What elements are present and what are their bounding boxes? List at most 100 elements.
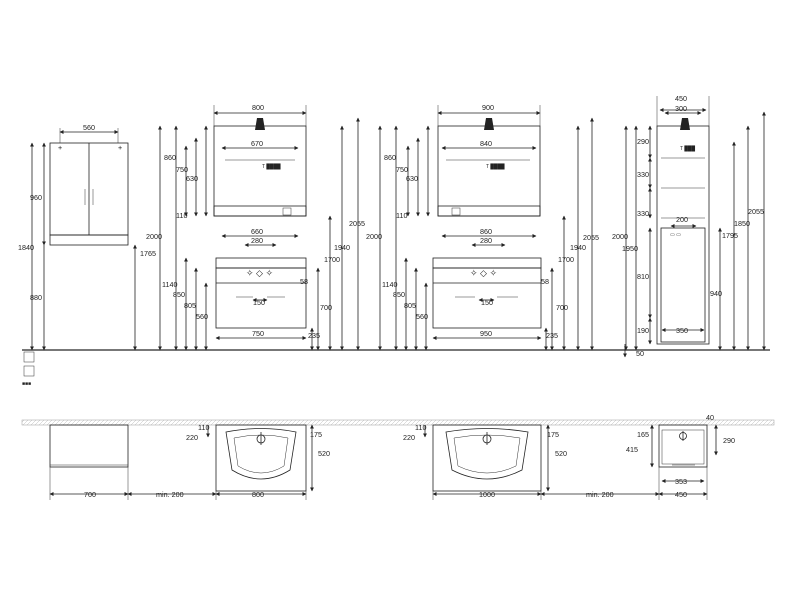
dim-col-r3: 940 [710, 289, 722, 298]
svg-text:■■■: ■■■ [22, 381, 31, 387]
dim-p1-b: 220 [186, 433, 198, 442]
dim-800-l7: 805 [184, 301, 196, 310]
plan-view: 110 220 175 520 700 min. 200 800 110 2 [21, 413, 775, 500]
dim-p2-b: 220 [403, 433, 415, 442]
dim-900-l4: 2000 [366, 232, 382, 241]
dim-800-r1: 1940 [334, 243, 350, 252]
dim-drawer-800: 750 [252, 329, 264, 338]
dim-mirror-800: 800 [252, 103, 264, 112]
dim-900-l8: 560 [416, 312, 428, 321]
dim-col-l6: 1950 [622, 244, 638, 253]
dim-basin-280: 280 [251, 236, 263, 245]
dim-plate-660: 660 [251, 227, 263, 236]
dim-800-r4: 700 [320, 303, 332, 312]
dim-900-l1: 750 [396, 165, 408, 174]
dim-800-r3: 58 [300, 277, 308, 286]
tall-cabinet-front: + + 560 960 880 1840 1765 ■■■ [18, 123, 156, 387]
dim-900-r0: 2055 [583, 233, 599, 242]
dim-900-r1: 1940 [570, 243, 586, 252]
dim-tall-width: 560 [83, 123, 95, 132]
dim-p3-inner: 353 [675, 477, 687, 486]
dim-light-840: 840 [480, 139, 492, 148]
svg-text:✧ ◇ ✧: ✧ ◇ ✧ [246, 268, 273, 278]
vanity-800-front: T ████ ✧ ◇ ✧ 800 670 660 280 150 750 [146, 103, 365, 351]
dim-900-l0: 860 [384, 153, 396, 162]
dim-900-l6: 850 [393, 290, 405, 299]
dim-900-l3: 110 [396, 211, 407, 220]
svg-text:T ███: T ███ [680, 145, 695, 152]
dim-col-l3: 810 [637, 272, 649, 281]
svg-text:+: + [118, 143, 122, 152]
dim-900-r4: 700 [556, 303, 568, 312]
dim-col-inner: 300 [675, 104, 687, 113]
front-elevation: + + 560 960 880 1840 1765 ■■■ [18, 94, 770, 387]
dim-p2-c: 175 [547, 430, 559, 439]
dim-p1-gap: min. 200 [156, 490, 184, 499]
dim-800-l2: 630 [186, 174, 198, 183]
dim-tall-right: 1765 [140, 249, 156, 258]
dim-p1-a: 110 [198, 423, 209, 432]
vanity-900-front: T ████ ✧ ◇ ✧ 900 840 860 280 150 950 [366, 103, 599, 351]
dim-800-l8: 560 [196, 312, 208, 321]
dim-p1-d: 520 [318, 449, 330, 458]
dim-col-l5: 2000 [612, 232, 628, 241]
dim-col-floor-gap: 50 [636, 349, 644, 358]
dim-800-r5: 235 [308, 331, 320, 340]
dim-p2-gap: min. 200 [586, 490, 614, 499]
svg-text:▭ ▭: ▭ ▭ [670, 232, 681, 238]
dim-800-r0: 2055 [349, 219, 365, 228]
plan-450: 40 165 415 290 353 450 [626, 413, 735, 500]
dim-800-l6: 850 [173, 290, 185, 299]
dim-900-l7: 805 [404, 301, 416, 310]
dim-col-bottom-width: 350 [676, 326, 688, 335]
dim-800-l3: 110 [176, 211, 187, 220]
dim-col-r0: 2055 [748, 207, 764, 216]
dim-p2-d: 520 [555, 449, 567, 458]
dim-800-l5: 1140 [162, 280, 177, 289]
dim-drawer-900: 950 [480, 329, 492, 338]
plan-1000: 110 220 175 520 1000 min. 200 [403, 423, 660, 500]
dim-col-l1: 330 [637, 170, 649, 179]
dim-900-l2: 630 [406, 174, 418, 183]
dim-p2-unit: 1000 [479, 490, 495, 499]
dim-handle-800: 150 [253, 298, 265, 307]
svg-text:✧ ◇ ✧: ✧ ◇ ✧ [470, 268, 497, 278]
dim-900-r3: 58 [541, 277, 549, 286]
dim-p3-c: 290 [723, 436, 735, 445]
dim-800-l1: 750 [176, 165, 188, 174]
dim-col-outer: 450 [675, 94, 687, 103]
dim-tall-top: 960 [30, 193, 42, 202]
dim-p3-top: 40 [706, 413, 714, 422]
dim-col-r2: 1795 [722, 231, 738, 240]
plan-800: 110 220 175 520 700 min. 200 800 [49, 423, 330, 500]
dim-900-l5: 1140 [382, 280, 397, 289]
dim-p3-unit: 450 [675, 490, 687, 499]
dim-col-door: 200 [676, 215, 688, 224]
svg-text:T ████: T ████ [262, 163, 281, 170]
dim-col-l4: 190 [637, 326, 649, 335]
svg-text:+: + [58, 143, 62, 152]
dim-handle-900: 150 [481, 298, 493, 307]
dim-p3-b: 415 [626, 445, 638, 454]
dim-col-r1: 1850 [734, 219, 750, 228]
dim-p3-a: 165 [637, 430, 649, 439]
dim-basin-280b: 280 [480, 236, 492, 245]
dim-col-l0: 290 [637, 137, 649, 146]
dim-800-l4: 2000 [146, 232, 162, 241]
dim-light-670: 670 [251, 139, 263, 148]
svg-text:T ████: T ████ [486, 163, 505, 170]
dim-mirror-900: 900 [482, 103, 494, 112]
dim-800-l0: 860 [164, 153, 176, 162]
dim-plate-860: 860 [480, 227, 492, 236]
dim-tall-total: 1840 [18, 243, 34, 252]
dim-900-r5: 235 [546, 331, 558, 340]
dim-p1-c: 175 [310, 430, 322, 439]
dim-900-r2: 1700 [558, 255, 574, 264]
wall-line [21, 419, 775, 426]
dim-col-l2: 330 [637, 209, 649, 218]
dim-p1-unit: 800 [252, 490, 264, 499]
dim-p2-a: 110 [415, 423, 426, 432]
dim-800-r2: 1700 [324, 255, 340, 264]
dim-tall-bottom: 880 [30, 293, 42, 302]
